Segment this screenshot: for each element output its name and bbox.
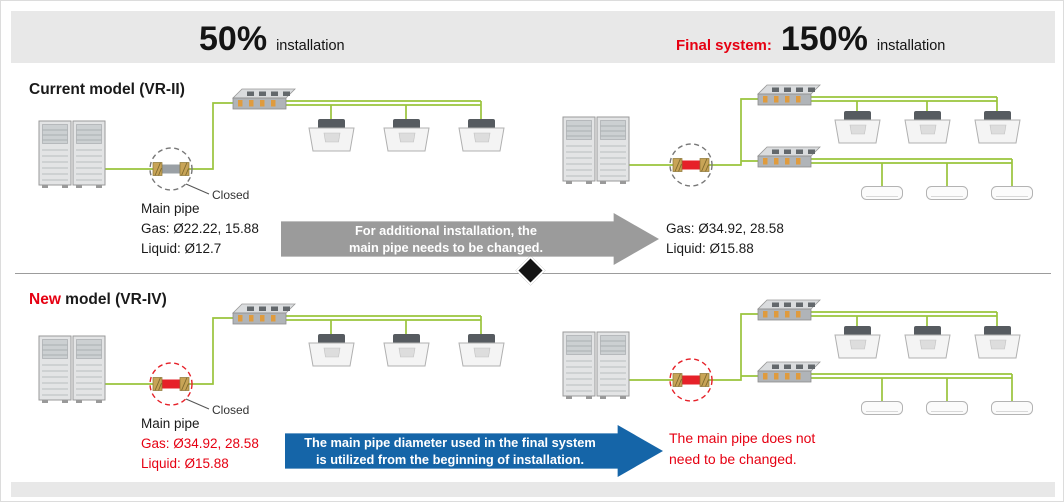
- banner-line: For additional installation, the: [354, 223, 537, 238]
- banner-line: main pipe needs to be changed.: [348, 240, 544, 255]
- banner-line: is utilized from the beginning of instal…: [315, 452, 585, 467]
- branch-box: [757, 84, 821, 106]
- dashed-highlight-circle: [669, 358, 713, 402]
- closed-leader-line: [185, 398, 210, 410]
- new-right-note: The main pipe does not need to be change…: [669, 428, 815, 470]
- header-bar: 50% installation Final system: 150% inst…: [11, 11, 1055, 63]
- main-pipe-fitting: [672, 158, 710, 172]
- pipe-run: [105, 102, 234, 170]
- closed-label: Closed: [212, 403, 250, 417]
- closed-label: Closed: [212, 188, 250, 202]
- gas-spec: Gas: Ø22.22, 15.88: [141, 221, 259, 236]
- cassette-unit: [904, 110, 951, 144]
- wall-unit: [926, 401, 968, 415]
- new-model-title: New model (VR-IV): [29, 291, 167, 309]
- cassette-unit: [834, 110, 881, 144]
- current-left-pipe-info: Main pipe Gas: Ø22.22, 15.88 Liquid: Ø12…: [141, 199, 259, 259]
- main-pipe-label: Main pipe: [141, 416, 200, 431]
- arrow-ribbon-icon: [281, 213, 659, 265]
- outdoor-unit: [562, 116, 596, 185]
- main-pipe-fitting: [672, 373, 710, 387]
- pipe-run: [629, 313, 758, 381]
- diagram-current-50: [38, 88, 505, 195]
- new-model-title-rest: model (VR-IV): [60, 291, 167, 308]
- branch-box: [757, 361, 821, 383]
- left-installation-label: installation: [276, 38, 345, 54]
- new-banner: The main pipe diameter used in the final…: [285, 425, 663, 477]
- pipe-drops: [881, 159, 1013, 187]
- note-line: need to be changed.: [669, 451, 797, 467]
- diagram-new-50: [38, 303, 505, 410]
- cassette-unit: [974, 110, 1021, 144]
- pipe-run: [105, 317, 234, 385]
- note-line: The main pipe does not: [669, 430, 816, 446]
- liquid-spec: Liquid: Ø15.88: [666, 241, 754, 256]
- branch-box: [232, 88, 296, 110]
- gas-spec: Gas: Ø34.92, 28.58: [141, 436, 259, 451]
- cassette-unit: [308, 118, 355, 152]
- cassette-unit: [458, 333, 505, 367]
- bottom-bar: [11, 482, 1055, 497]
- wall-unit: [861, 186, 903, 200]
- liquid-spec: Liquid: Ø12.7: [141, 241, 222, 256]
- cassette-unit: [383, 118, 430, 152]
- dashed-highlight-circle: [149, 362, 193, 406]
- main-pipe-fitting: [152, 377, 190, 391]
- cassette-unit: [904, 325, 951, 359]
- diagram-new-150: [562, 299, 1033, 415]
- left-percent-label: 50%: [199, 20, 268, 58]
- current-model-title: Current model (VR-II): [29, 81, 185, 99]
- new-model-title-highlight: New: [29, 291, 61, 308]
- pipe-run: [629, 98, 758, 166]
- current-banner: For additional installation, the main pi…: [281, 213, 659, 265]
- dashed-highlight-circle: [669, 143, 713, 187]
- cassette-unit: [458, 118, 505, 152]
- header-notch: [501, 53, 533, 62]
- outdoor-unit: [72, 335, 106, 404]
- cassette-unit: [974, 325, 1021, 359]
- header-right-group: Final system: 150% installation: [676, 20, 945, 59]
- closed-leader-line: [185, 183, 210, 195]
- header-left-group: 50% installation: [199, 20, 345, 59]
- diagram-current-150: [562, 84, 1033, 200]
- branch-box: [757, 146, 821, 168]
- outdoor-unit: [562, 331, 596, 400]
- wall-unit: [926, 186, 968, 200]
- main-pipe-fitting: [152, 162, 190, 176]
- branch-box: [757, 299, 821, 321]
- gas-spec: Gas: Ø34.92, 28.58: [666, 221, 784, 236]
- final-system-label: Final system:: [676, 37, 772, 54]
- right-installation-label: installation: [876, 38, 946, 54]
- new-left-pipe-info: Main pipe Gas: Ø34.92, 28.58 Liquid: Ø15…: [141, 414, 259, 474]
- cassette-unit: [308, 333, 355, 367]
- outdoor-unit: [38, 120, 72, 189]
- outdoor-unit: [38, 335, 72, 404]
- wall-unit: [861, 401, 903, 415]
- outdoor-unit: [596, 116, 630, 185]
- cassette-unit: [834, 325, 881, 359]
- current-model-title-text: Current model (VR-II): [29, 81, 185, 98]
- dashed-highlight-circle: [149, 147, 193, 191]
- arrow-ribbon-icon: [285, 425, 663, 477]
- right-percent-label: 150%: [780, 20, 868, 58]
- branch-box: [232, 303, 296, 325]
- pipe-drops: [881, 374, 1013, 402]
- banner-line: The main pipe diameter used in the final…: [304, 435, 596, 450]
- current-right-pipe-info: Gas: Ø34.92, 28.58 Liquid: Ø15.88: [666, 219, 784, 259]
- new-banner-text: The main pipe diameter used in the final…: [285, 434, 615, 468]
- outdoor-unit: [72, 120, 106, 189]
- outdoor-unit: [596, 331, 630, 400]
- wall-unit: [991, 186, 1033, 200]
- current-banner-text: For additional installation, the main pi…: [281, 222, 611, 256]
- wall-unit: [991, 401, 1033, 415]
- main-pipe-label: Main pipe: [141, 201, 200, 216]
- cassette-unit: [383, 333, 430, 367]
- liquid-spec: Liquid: Ø15.88: [141, 456, 229, 471]
